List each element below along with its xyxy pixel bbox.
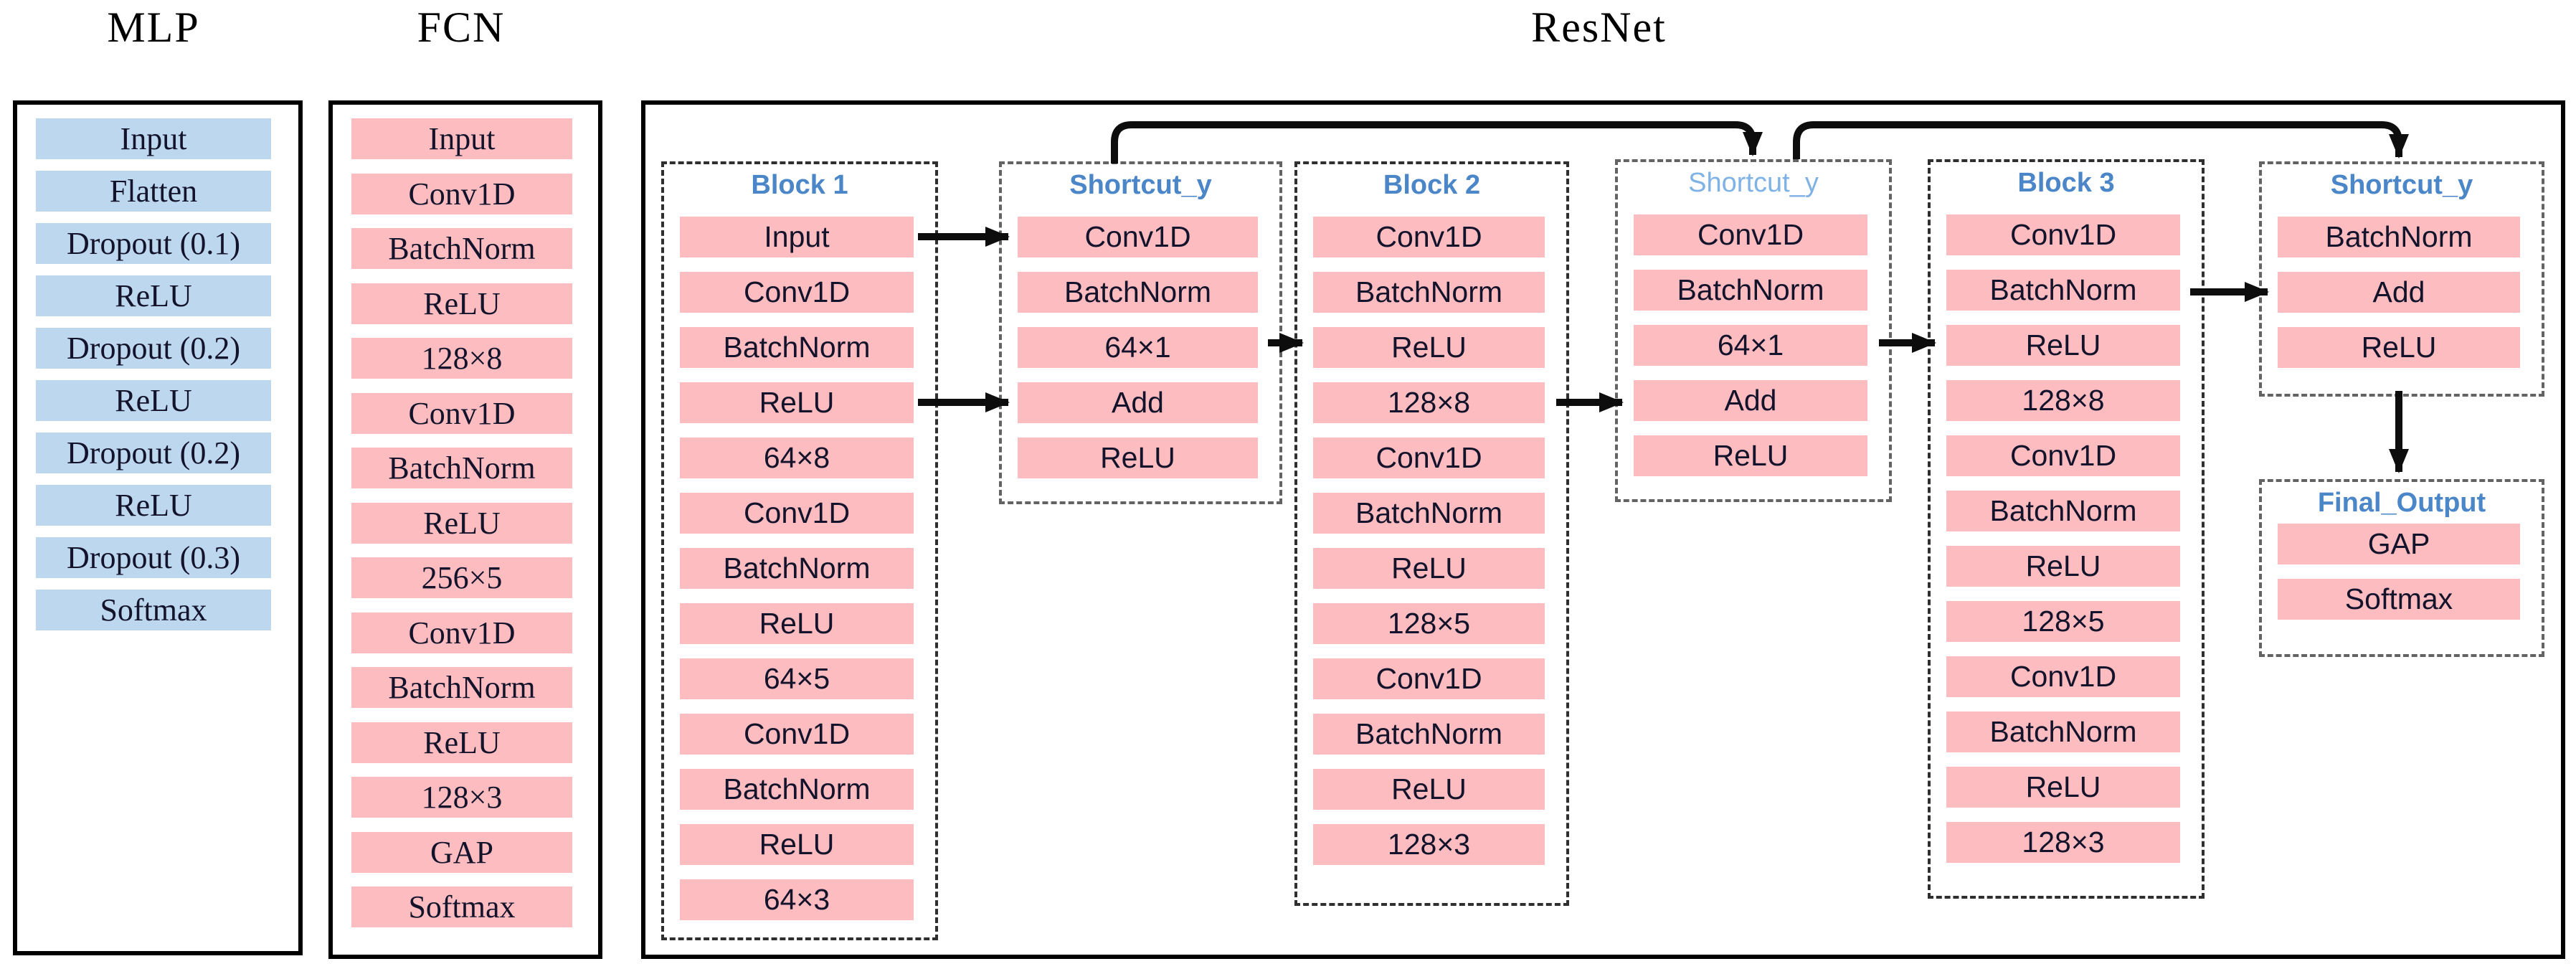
resnet-block-2-layer-batchnorm: BatchNorm [1313, 272, 1545, 313]
fcn-layer-batchnorm: BatchNorm [351, 448, 572, 488]
resnet-block-3-layer-128-3: 128×3 [1946, 822, 2180, 863]
mlp-layer-flatten: Flatten [36, 171, 271, 212]
resnet-block-2-layer-conv1d: Conv1D [1313, 217, 1545, 257]
resnet-block-2-title: Block 2 [1383, 170, 1481, 200]
fcn-title: FCN [417, 4, 506, 51]
fcn-layer-batchnorm: BatchNorm [351, 228, 572, 269]
fcn-layer-relu: ReLU [351, 283, 572, 324]
fcn-layer-gap: GAP [351, 831, 572, 873]
resnet-block-1-layer-relu: ReLU [680, 382, 914, 423]
resnet-shortcut-1-layer-conv1d: Conv1D [1018, 217, 1258, 257]
resnet-shortcut-3-layer-add: Add [2278, 272, 2520, 313]
resnet-title: ResNet [1531, 4, 1667, 51]
resnet-block-1-layer-relu: ReLU [680, 824, 914, 865]
resnet-block-1-layer-input: Input [680, 217, 914, 257]
resnet-shortcut-2-layer-64-1: 64×1 [1634, 325, 1867, 366]
resnet-block-3-title: Block 3 [2017, 168, 2115, 198]
resnet-block-2-layer-batchnorm: BatchNorm [1313, 493, 1545, 534]
fcn-layer-relu: ReLU [351, 722, 572, 763]
fcn-layer-relu: ReLU [351, 502, 572, 544]
fcn-layer-conv1d: Conv1D [351, 392, 572, 434]
fcn-layer-256-5: 256×5 [351, 557, 572, 598]
resnet-block-2-layer-relu: ReLU [1313, 548, 1545, 589]
mlp-layer-relu: ReLU [36, 380, 271, 421]
resnet-block-3-layer-conv1d: Conv1D [1946, 435, 2180, 476]
fcn-layer-conv1d: Conv1D [351, 612, 572, 653]
resnet-block-3-layer-batchnorm: BatchNorm [1946, 711, 2180, 752]
resnet-shortcut-3-layer-relu: ReLU [2278, 327, 2520, 368]
resnet-block-2-layer-128-3: 128×3 [1313, 824, 1545, 865]
resnet-block-2-layer-conv1d: Conv1D [1313, 658, 1545, 699]
resnet-block-1-layer-conv1d: Conv1D [680, 714, 914, 755]
resnet-block-1-layer-64-5: 64×5 [680, 658, 914, 699]
resnet-block-1-layer-conv1d: Conv1D [680, 493, 914, 534]
mlp-layer-relu: ReLU [36, 485, 271, 526]
mlp-layer-dropout-0-2: Dropout (0.2) [36, 432, 271, 473]
fcn-layer-128-8: 128×8 [351, 338, 572, 379]
resnet-shortcut-2-layer-relu: ReLU [1634, 435, 1867, 476]
resnet-shortcut-2-title: Shortcut_y [1688, 168, 1819, 198]
resnet-block-2-layer-128-5: 128×5 [1313, 603, 1545, 644]
resnet-block-1-layer-relu: ReLU [680, 603, 914, 644]
resnet-shortcut-2-layer-batchnorm: BatchNorm [1634, 270, 1867, 311]
resnet-block-1-title: Block 1 [751, 170, 848, 200]
resnet-block-1-layer-batchnorm: BatchNorm [680, 327, 914, 368]
resnet-final-output-layer-softmax: Softmax [2278, 579, 2520, 620]
fcn-layer-softmax: Softmax [351, 886, 572, 927]
resnet-block-2-layer-relu: ReLU [1313, 769, 1545, 810]
resnet-block-2-layer-128-8: 128×8 [1313, 382, 1545, 423]
resnet-block-3-layer-128-5: 128×5 [1946, 601, 2180, 642]
resnet-shortcut-2-layer-add: Add [1634, 380, 1867, 421]
resnet-block-2-layer-batchnorm: BatchNorm [1313, 714, 1545, 755]
resnet-block-1-layer-batchnorm: BatchNorm [680, 548, 914, 589]
resnet-block-3-layer-128-8: 128×8 [1946, 380, 2180, 421]
resnet-block-1-layer-64-3: 64×3 [680, 879, 914, 920]
resnet-frame [641, 100, 2565, 959]
mlp-layer-dropout-0-2: Dropout (0.2) [36, 328, 271, 369]
resnet-final-output-layer-gap: GAP [2278, 524, 2520, 564]
resnet-block-3-layer-relu: ReLU [1946, 325, 2180, 366]
resnet-block-3-layer-relu: ReLU [1946, 767, 2180, 808]
mlp-layer-input: Input [36, 118, 271, 159]
resnet-block-3-layer-conv1d: Conv1D [1946, 214, 2180, 255]
fcn-layer-conv1d: Conv1D [351, 173, 572, 214]
resnet-block-1-layer-conv1d: Conv1D [680, 272, 914, 313]
resnet-block-3-layer-batchnorm: BatchNorm [1946, 491, 2180, 531]
resnet-shortcut-1-title: Shortcut_y [1069, 170, 1212, 200]
mlp-layer-relu: ReLU [36, 275, 271, 316]
resnet-block-3-layer-conv1d: Conv1D [1946, 656, 2180, 697]
resnet-shortcut-3-title: Shortcut_y [2330, 170, 2473, 200]
resnet-shortcut-1-layer-relu: ReLU [1018, 438, 1258, 478]
fcn-layer-input: Input [351, 118, 572, 159]
resnet-shortcut-1-layer-add: Add [1018, 382, 1258, 423]
mlp-layer-softmax: Softmax [36, 590, 271, 630]
resnet-block-3-layer-relu: ReLU [1946, 546, 2180, 587]
resnet-block-2-layer-conv1d: Conv1D [1313, 438, 1545, 478]
mlp-layer-dropout-0-3: Dropout (0.3) [36, 537, 271, 578]
resnet-block-1-layer-batchnorm: BatchNorm [680, 769, 914, 810]
resnet-shortcut-2-layer-conv1d: Conv1D [1634, 214, 1867, 255]
fcn-layer-batchnorm: BatchNorm [351, 667, 572, 708]
mlp-title: MLP [107, 4, 200, 51]
mlp-layer-dropout-0-1: Dropout (0.1) [36, 223, 271, 264]
resnet-final-output-title: Final_Output [2317, 488, 2486, 518]
resnet-block-2-layer-relu: ReLU [1313, 327, 1545, 368]
fcn-layer-128-3: 128×3 [351, 777, 572, 818]
resnet-shortcut-3-layer-batchnorm: BatchNorm [2278, 217, 2520, 257]
resnet-block-1-layer-64-8: 64×8 [680, 438, 914, 478]
resnet-shortcut-1-layer-batchnorm: BatchNorm [1018, 272, 1258, 313]
resnet-shortcut-1-layer-64-1: 64×1 [1018, 327, 1258, 368]
resnet-block-3-layer-batchnorm: BatchNorm [1946, 270, 2180, 311]
